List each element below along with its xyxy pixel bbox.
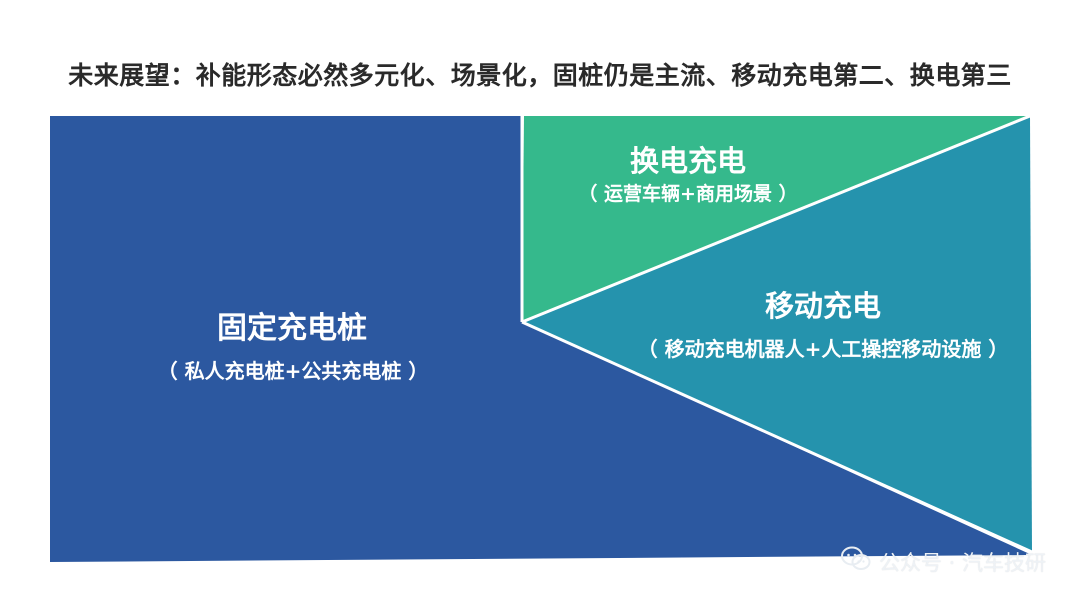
slide-title: 未来展望：补能形态必然多元化、场景化，固桩仍是主流、移动充电第二、换电第三	[68, 61, 1012, 90]
swap-charging-subtitle: （ 运营车辆+商用场景 ）	[578, 183, 798, 205]
divider-line	[521, 320, 1033, 554]
watermark-text: 公众号 · 汽车技研	[878, 550, 1046, 575]
fixed-charging-title: 固定充电桩	[217, 311, 367, 346]
divider-line	[521, 114, 1031, 324]
watermark: 公众号 · 汽车技研	[840, 546, 1046, 577]
wechat-icon	[840, 546, 871, 577]
mobile-charging-segment	[522, 116, 1032, 552]
fixed-charging-subtitle: （ 私人充电桩+公共充电桩 ）	[157, 359, 429, 383]
fixed-charging-segment	[50, 116, 1032, 562]
swap-charging-title: 换电充电	[629, 144, 747, 178]
mobile-charging-subtitle: （ 移动充电机器人+人工操控移动设施 ）	[637, 337, 1009, 361]
mobile-charging-title: 移动充电	[764, 289, 882, 323]
